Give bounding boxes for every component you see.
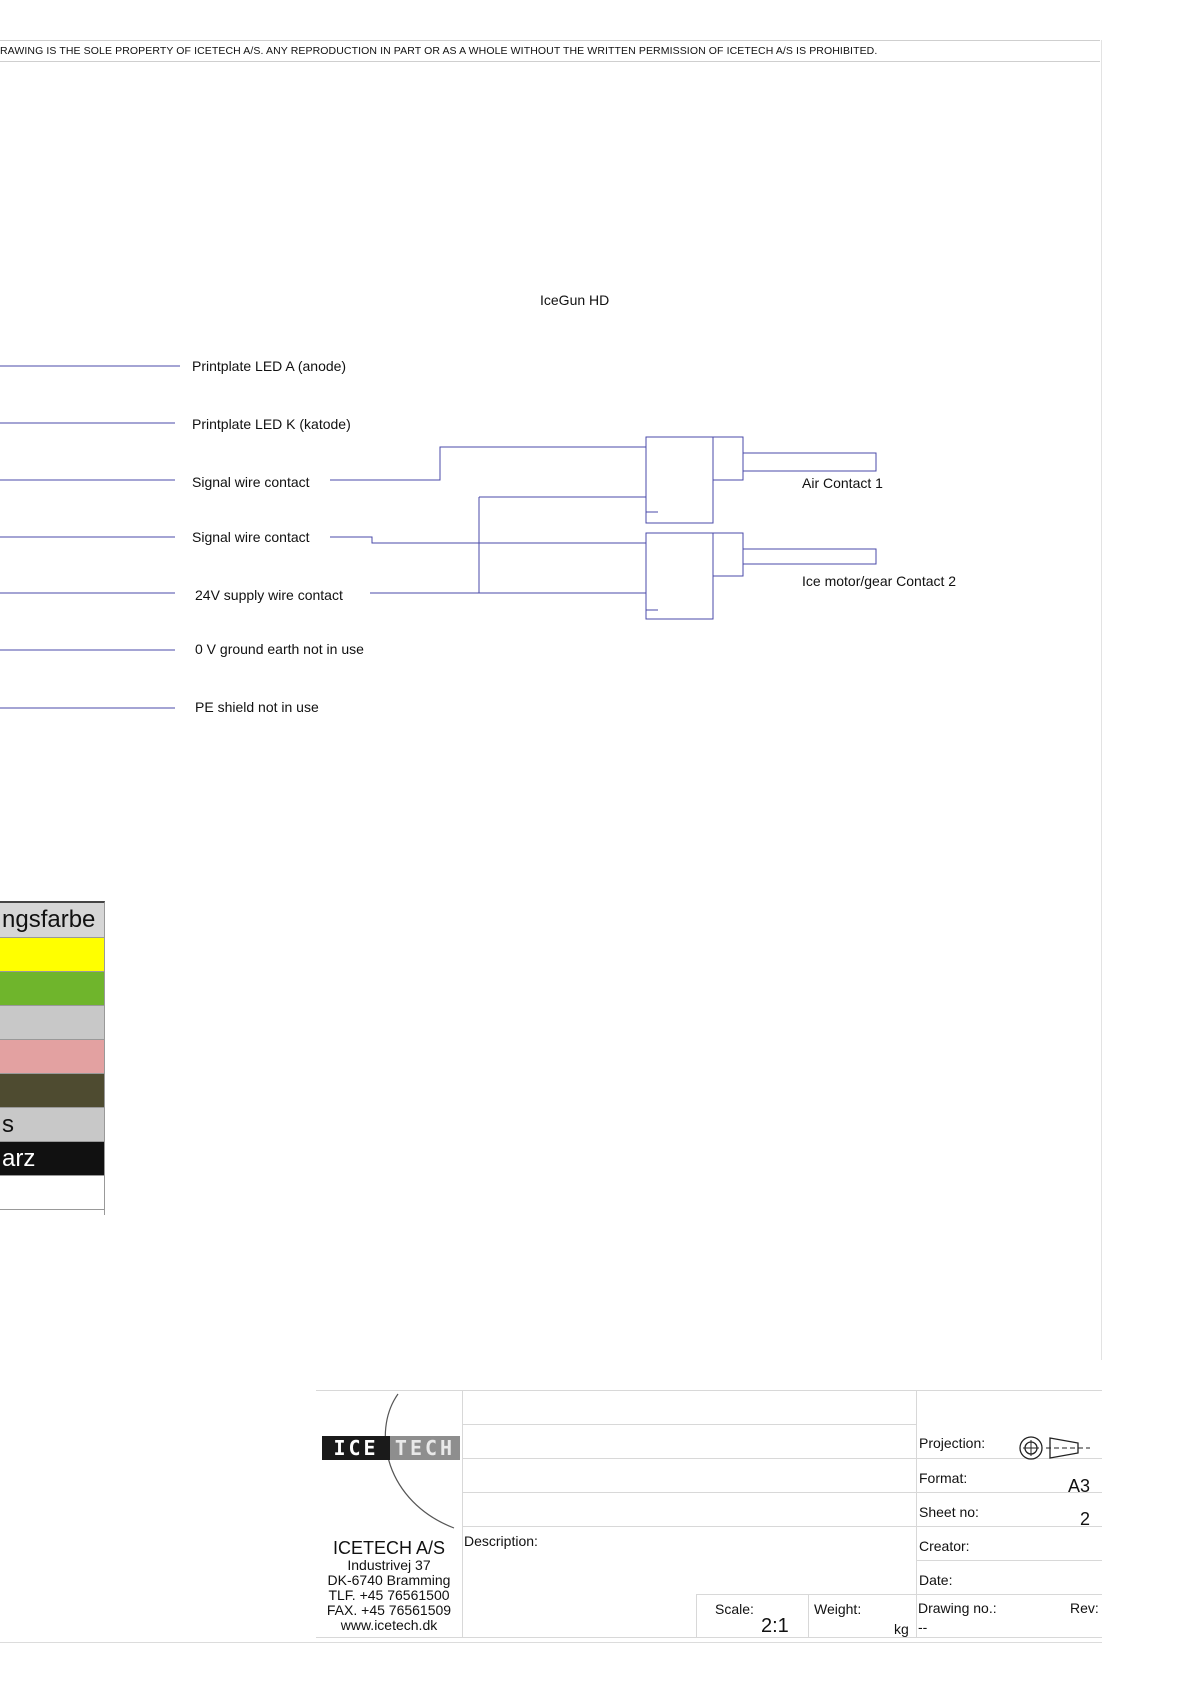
label-led-anode: Printplate LED A (anode) xyxy=(192,358,347,374)
scale-label: Scale: xyxy=(715,1601,754,1617)
icetech-logo: ICE TECH xyxy=(322,1436,460,1460)
legend-row xyxy=(0,1074,104,1108)
legend-row: s xyxy=(0,1108,104,1142)
label-pe: PE shield not in use xyxy=(195,699,319,715)
legend-frame xyxy=(0,901,105,1215)
copyright-notice: RAWING IS THE SOLE PROPERTY OF ICETECH A… xyxy=(0,40,1100,62)
label-led-katode: Printplate LED K (katode) xyxy=(192,416,351,432)
logo-arc xyxy=(384,1393,455,1529)
color-legend: ngsfarbe s arz xyxy=(0,903,104,1210)
relay-2-stem xyxy=(712,532,744,577)
relay-2-tube xyxy=(742,548,877,565)
label-contact-2: Ice motor/gear Contact 2 xyxy=(802,573,957,589)
description-label: Description: xyxy=(464,1533,538,1549)
label-contact-1: Air Contact 1 xyxy=(802,475,883,491)
label-signal-2: Signal wire contact xyxy=(192,529,310,545)
logo-text-ice: ICE xyxy=(322,1436,390,1460)
relay-1-tube xyxy=(742,452,877,472)
address-line: www.icetech.dk xyxy=(340,1617,438,1633)
legend-row xyxy=(0,972,104,1006)
wire-signal-1-route xyxy=(330,446,646,481)
relay-1-stem xyxy=(712,436,744,481)
drawing-no-value: -- xyxy=(918,1619,928,1635)
page-bottom-border xyxy=(0,1642,1102,1643)
date-label: Date: xyxy=(919,1572,953,1588)
address-line: FAX. +45 76561509 xyxy=(326,1602,452,1618)
projection-symbol-icon xyxy=(1019,1436,1090,1460)
creator-label: Creator: xyxy=(919,1538,970,1554)
weight-unit: kg xyxy=(894,1621,909,1637)
sheet-value: 2 xyxy=(1080,1509,1091,1529)
diagram-title: IceGun HD xyxy=(540,292,610,308)
label-0v: 0 V ground earth not in use xyxy=(195,641,364,657)
address-line: TLF. +45 76561500 xyxy=(328,1587,450,1603)
company-name: ICETECH A/S xyxy=(332,1538,446,1558)
legend-row xyxy=(0,938,104,972)
label-24v: 24V supply wire contact xyxy=(195,587,343,603)
relay-2-body xyxy=(645,532,714,620)
frame-border xyxy=(1101,40,1102,1360)
rev-label: Rev: xyxy=(1070,1600,1099,1616)
address-line: DK-6740 Bramming xyxy=(327,1572,451,1588)
title-block: ICE TECH ICETECH A/S Industrivej 37 DK-6… xyxy=(316,1390,1102,1638)
company-address: ICETECH A/S Industrivej 37 DK-6740 Bramm… xyxy=(316,1538,462,1633)
format-label: Format: xyxy=(919,1470,968,1486)
logo-text-tech: TECH xyxy=(390,1436,460,1460)
legend-row xyxy=(0,1040,104,1074)
sheet-label: Sheet no: xyxy=(919,1504,979,1520)
legend-row xyxy=(0,1006,104,1040)
scale-value: 2:1 xyxy=(761,1615,789,1637)
projection-label: Projection: xyxy=(919,1435,986,1451)
format-value: A3 xyxy=(1068,1476,1091,1496)
relay-1-body xyxy=(645,436,714,524)
label-signal-1: Signal wire contact xyxy=(192,474,310,490)
drawing-no-label: Drawing no.: xyxy=(918,1600,997,1616)
weight-label: Weight: xyxy=(814,1601,862,1617)
legend-row: arz xyxy=(0,1142,104,1176)
legend-header: ngsfarbe xyxy=(0,903,104,938)
legend-row xyxy=(0,1176,104,1210)
address-line: Industrivej 37 xyxy=(347,1557,431,1573)
wire-signal-2-route xyxy=(330,536,646,544)
